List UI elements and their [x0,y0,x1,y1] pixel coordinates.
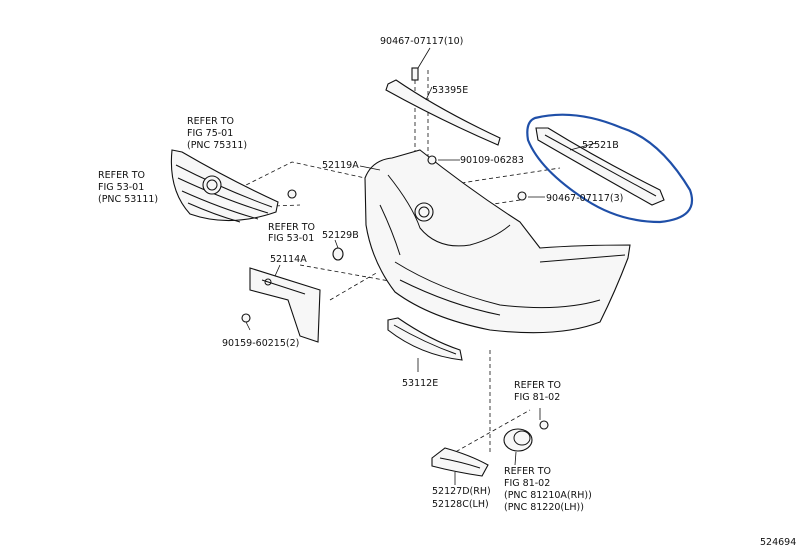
label-52521b: 52521B [582,140,619,151]
label-52129b: 52129B [322,230,359,241]
label-90109: 90109-06283 [460,155,524,166]
svg-text:REFER TO: REFER TO [98,170,145,181]
ref-fig81-top: REFER TO FIG 81-02 [514,380,561,403]
catalog-id: 524694 [760,537,796,548]
upper-retainer-strip [385,67,501,146]
ref-fig53-left: REFER TO FIG 53-01 (PNC 53111) [98,170,158,205]
svg-text:(PNC 81210A(RH)): (PNC 81210A(RH)) [504,490,592,501]
label-52127d: 52127D(RH) [432,486,491,497]
lower-grille [387,317,463,361]
label-52114a: 52114A [270,254,307,265]
svg-text:FIG 53-01: FIG 53-01 [98,182,144,193]
svg-text:REFER TO: REFER TO [514,380,561,391]
label-90467-right: 90467-07117(3) [546,193,623,204]
svg-text:REFER TO: REFER TO [187,116,234,127]
svg-text:FIG 53-01: FIG 53-01 [268,233,314,244]
label-90467-top: 90467-07117(10) [380,36,463,47]
svg-text:REFER TO: REFER TO [504,466,551,477]
svg-text:FIG 81-02: FIG 81-02 [504,478,550,489]
svg-text:(PNC 53111): (PNC 53111) [98,194,158,205]
label-90159: 90159-60215(2) [222,338,299,349]
label-leaders [245,47,597,485]
svg-text:FIG 75-01: FIG 75-01 [187,128,233,139]
ref-fig53-mid: REFER TO FIG 53-01 [268,222,315,244]
svg-text:FIG 81-02: FIG 81-02 [514,392,560,403]
label-53395e: 53395E [432,85,468,96]
fog-lamp-cover [431,447,489,477]
svg-text:(PNC 75311): (PNC 75311) [187,140,247,151]
license-plate-bracket [249,267,321,343]
ref-fig81-bottom: REFER TO FIG 81-02 (PNC 81210A(RH)) (PNC… [504,466,592,513]
front-grille [170,149,279,223]
bumper-cover [364,149,631,334]
label-53112e: 53112E [402,378,438,389]
svg-text:(PNC 81220(LH)): (PNC 81220(LH)) [504,502,584,513]
fog-lamp [503,428,533,452]
side-support-bracket [535,127,665,206]
label-52128c: 52128C(LH) [432,499,489,510]
svg-text:REFER TO: REFER TO [268,222,315,233]
highlight-outline [526,113,693,224]
ref-fig75: REFER TO FIG 75-01 (PNC 75311) [187,116,247,151]
fasteners [241,155,549,430]
label-52119a: 52119A [322,160,359,171]
